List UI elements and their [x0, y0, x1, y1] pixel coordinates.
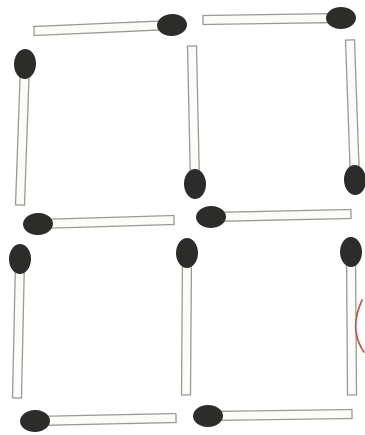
matchstick-head	[176, 238, 198, 268]
matchstick-head	[340, 237, 362, 267]
matchstick-body	[182, 257, 192, 395]
matchstick-body	[203, 14, 337, 25]
matchstick-body	[212, 410, 352, 421]
